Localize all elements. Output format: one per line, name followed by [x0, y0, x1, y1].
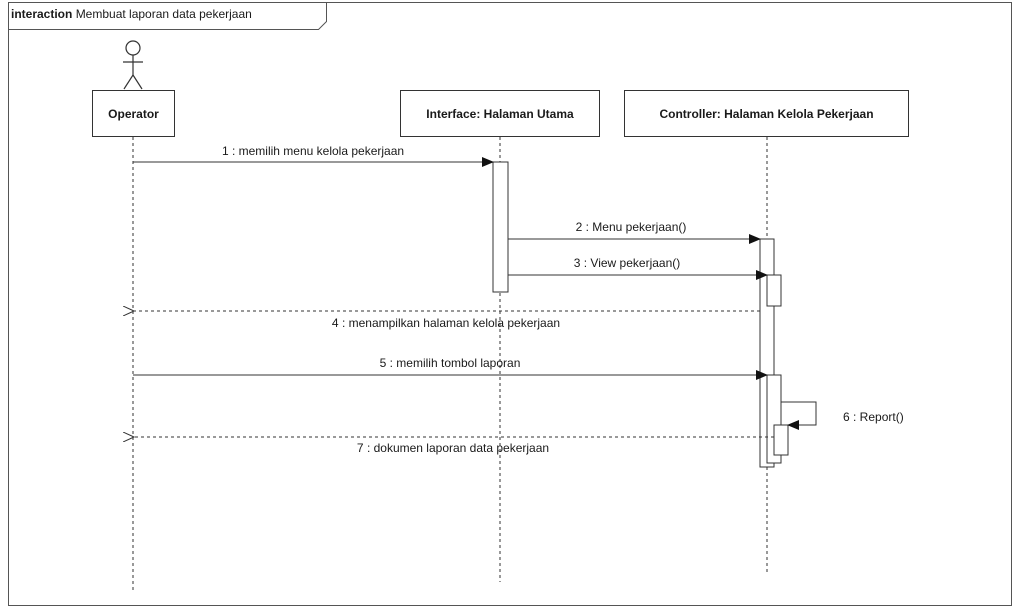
- controller-activation-4: [773, 424, 789, 456]
- interface-activation: [492, 161, 509, 293]
- lifeline-interface[interactable]: Interface: Halaman Utama: [400, 90, 600, 137]
- operator-actor-icon: [123, 40, 143, 90]
- lifeline-operator[interactable]: Operator: [92, 90, 175, 137]
- message-4-label: 4 : menampilkan halaman kelola pekerjaan: [331, 316, 561, 330]
- interaction-frame: [8, 2, 1012, 606]
- message-1-label: 1 : memilih menu kelola pekerjaan: [221, 144, 405, 158]
- message-6-label: 6 : Report(): [843, 410, 904, 424]
- message-2-label: 2 : Menu pekerjaan(): [575, 220, 687, 234]
- frame-keyword: interaction: [11, 7, 73, 21]
- controller-activation-2: [766, 274, 782, 307]
- message-3-label: 3 : View pekerjaan(): [573, 256, 681, 270]
- message-6-arrow: [781, 401, 817, 430]
- frame-title: interaction Membuat laporan data pekerja…: [11, 7, 252, 21]
- message-5-label: 5 : memilih tombol laporan: [379, 356, 521, 370]
- frame-name: Membuat laporan data pekerjaan: [75, 7, 252, 21]
- lifeline-controller[interactable]: Controller: Halaman Kelola Pekerjaan: [624, 90, 909, 137]
- message-7-label: 7 : dokumen laporan data pekerjaan: [356, 441, 550, 455]
- frame-tab: [8, 2, 327, 30]
